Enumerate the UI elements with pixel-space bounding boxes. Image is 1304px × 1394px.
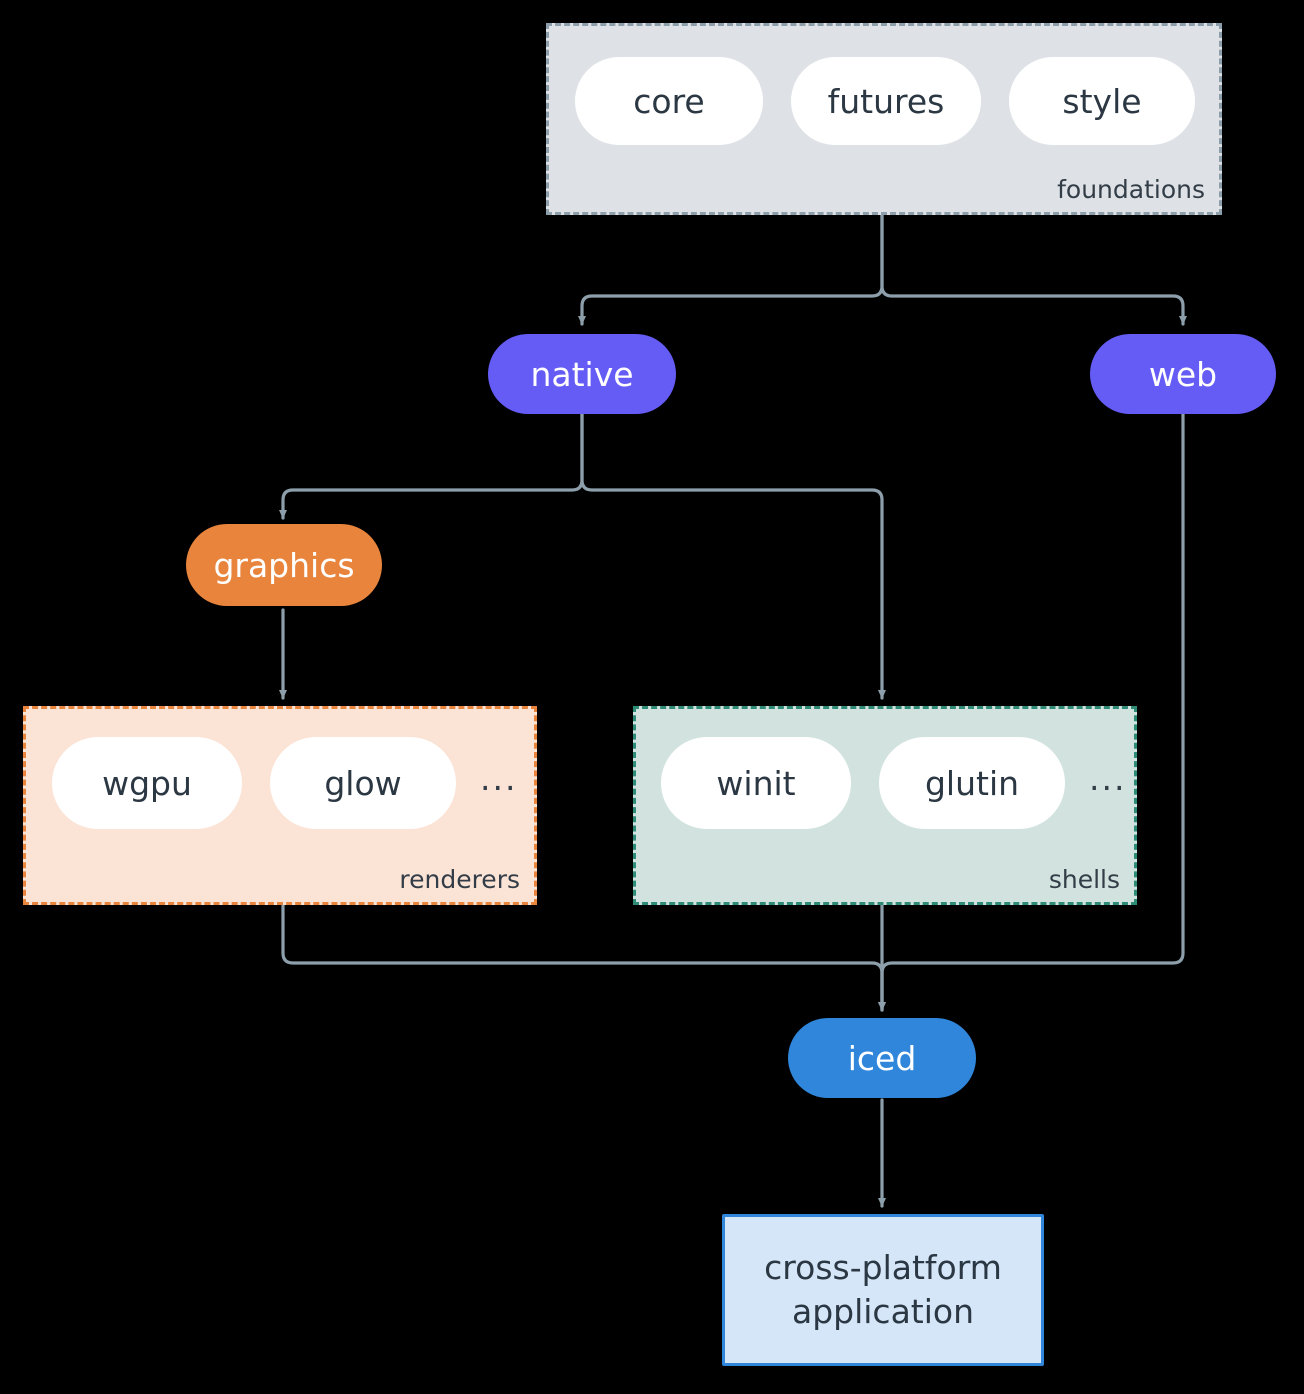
node-graphics[interactable]: graphics xyxy=(186,524,382,606)
node-graphics-label: graphics xyxy=(213,545,355,585)
renderers-ellipsis: ... xyxy=(480,758,518,798)
node-wgpu-label: wgpu xyxy=(102,763,192,803)
node-glutin[interactable]: glutin xyxy=(879,737,1065,829)
edge-native-graphics xyxy=(279,412,584,520)
edge-foundations-web xyxy=(880,213,1187,326)
node-web[interactable]: web xyxy=(1090,334,1276,414)
node-glow-label: glow xyxy=(324,763,402,803)
edge-native-shells xyxy=(580,412,886,700)
node-cross-platform-application[interactable]: cross-platform application xyxy=(722,1214,1044,1366)
cluster-foundations: core futures style foundations xyxy=(546,23,1222,215)
node-winit-label: winit xyxy=(716,763,796,803)
node-futures-label: futures xyxy=(827,81,945,121)
shells-members: winit glutin ... xyxy=(661,737,1126,829)
node-glutin-label: glutin xyxy=(924,763,1020,803)
node-futures[interactable]: futures xyxy=(791,57,981,145)
node-native[interactable]: native xyxy=(488,334,676,414)
foundations-members: core futures style xyxy=(575,57,1195,145)
node-core[interactable]: core xyxy=(575,57,763,145)
application-label-line1: cross-platform xyxy=(764,1248,1002,1288)
edge-foundations-native xyxy=(578,213,884,326)
node-core-label: core xyxy=(633,81,705,121)
node-glow[interactable]: glow xyxy=(270,737,456,829)
cluster-shells: winit glutin ... shells xyxy=(633,706,1137,905)
shells-ellipsis: ... xyxy=(1089,758,1127,798)
cluster-renderers: wgpu glow ... renderers xyxy=(23,706,537,905)
node-native-label: native xyxy=(530,354,634,394)
application-label-line2: application xyxy=(791,1292,975,1331)
cluster-foundations-label: foundations xyxy=(1057,175,1205,204)
node-web-label: web xyxy=(1148,354,1218,394)
node-wgpu[interactable]: wgpu xyxy=(52,737,242,829)
cluster-shells-label: shells xyxy=(1048,865,1120,894)
cluster-renderers-label: renderers xyxy=(399,865,520,894)
renderers-members: wgpu glow ... xyxy=(52,737,517,829)
node-style[interactable]: style xyxy=(1009,57,1195,145)
node-iced[interactable]: iced xyxy=(788,1018,976,1098)
node-iced-label: iced xyxy=(847,1038,917,1078)
node-style-label: style xyxy=(1062,81,1142,121)
edge-renderers-iced xyxy=(281,903,886,1012)
node-winit[interactable]: winit xyxy=(661,737,851,829)
